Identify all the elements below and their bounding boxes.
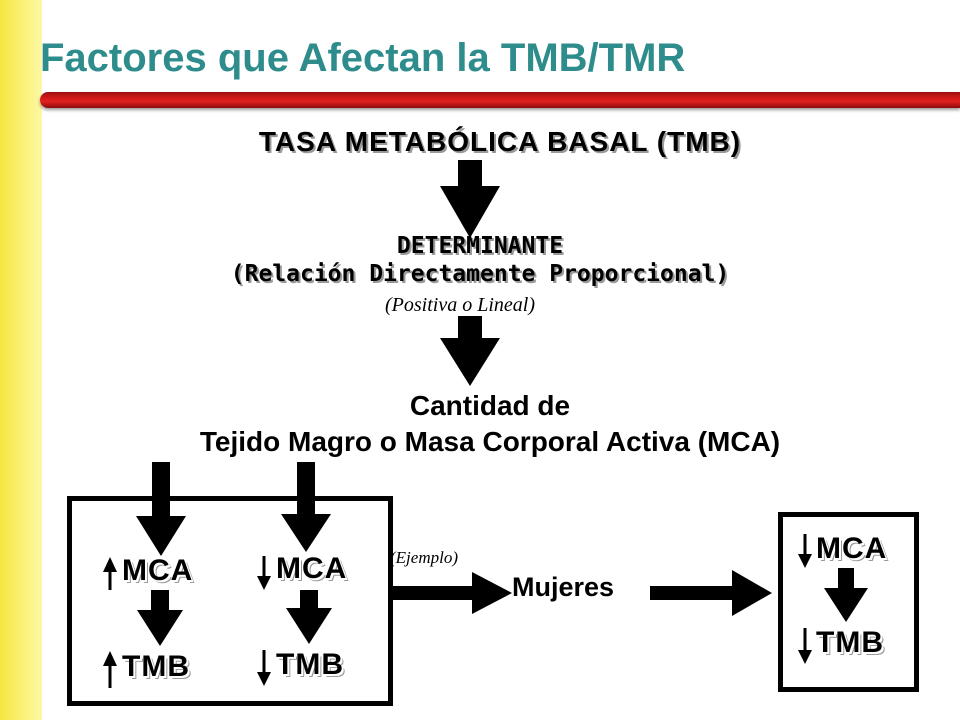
tmb-decrease-label: TMB xyxy=(276,648,344,681)
yellow-sidebar xyxy=(0,0,42,720)
down-arrow-icon xyxy=(281,462,331,552)
right-arrow-icon xyxy=(650,570,772,616)
slide-title: Factores que Afectan la TMB/TMR xyxy=(40,36,686,80)
up-arrow-icon xyxy=(103,651,117,688)
ejemplo-label: (Ejemplo) xyxy=(390,548,458,567)
right-result-box xyxy=(778,512,919,692)
tmb-increase-label: TMB xyxy=(122,650,190,683)
determinante-block: DETERMINANTE (Relación Directamente Prop… xyxy=(120,232,840,288)
determinante-label: DETERMINANTE xyxy=(396,233,564,259)
mujeres-label: Mujeres xyxy=(512,572,615,602)
title-underline-bar xyxy=(40,92,960,108)
down-arrow-icon xyxy=(286,590,332,644)
left-example-box xyxy=(67,496,393,706)
up-arrow-icon xyxy=(103,557,117,590)
mca-decrease-label: MCA xyxy=(276,552,348,585)
down-arrow-icon xyxy=(798,534,812,568)
down-arrow-icon xyxy=(257,650,271,686)
cantidad-block: Cantidad de Tejido Magro o Masa Corporal… xyxy=(80,388,900,460)
right-tmb-label: TMB xyxy=(816,626,884,659)
positiva-label: (Positiva o Lineal) xyxy=(385,294,535,316)
right-mca-label: MCA xyxy=(816,532,888,565)
down-arrow-icon xyxy=(824,568,868,622)
cantidad-line1: Cantidad de xyxy=(409,390,571,421)
down-arrow-icon xyxy=(440,160,500,238)
down-arrow-icon xyxy=(440,316,500,386)
relacion-label: (Relación Directamente Proporcional) xyxy=(230,261,730,287)
cantidad-line2: Tejido Magro o Masa Corporal Activa (MCA… xyxy=(199,426,781,457)
tmb-heading: TASA METABÓLICA BASAL (TMB) xyxy=(258,126,742,157)
down-arrow-icon xyxy=(137,590,183,646)
down-arrow-icon xyxy=(136,462,186,556)
down-arrow-icon xyxy=(257,556,271,590)
down-arrow-icon xyxy=(798,628,812,664)
mca-increase-label: MCA xyxy=(122,554,194,587)
right-arrow-icon xyxy=(388,572,512,614)
